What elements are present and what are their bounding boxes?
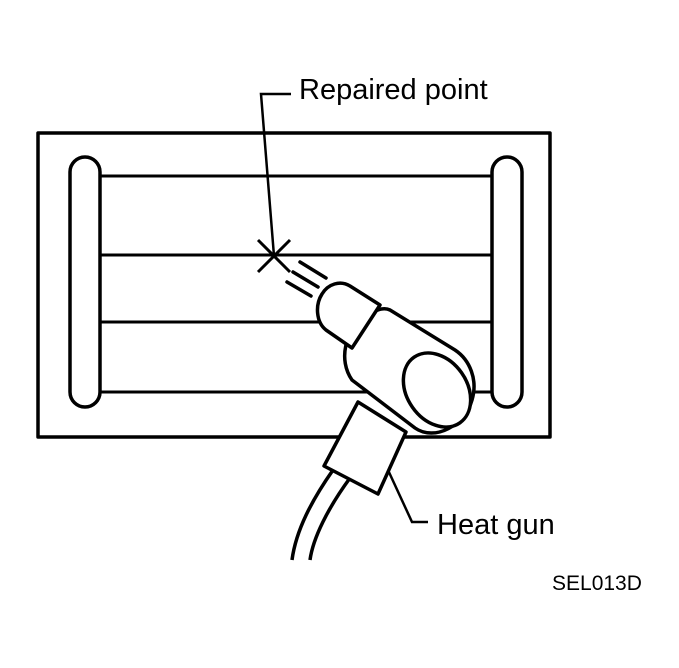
heat-gun-nozzle xyxy=(315,281,382,350)
heat-gun-handle xyxy=(322,400,408,496)
left-bus-bar xyxy=(68,155,102,409)
glass-outline xyxy=(36,131,552,439)
heat-gun-leader xyxy=(386,469,428,524)
rear-window-glass xyxy=(36,131,552,439)
heat-gun-label: Heat gun xyxy=(437,509,555,541)
repaired-point-label: Repaired point xyxy=(299,74,488,106)
heat-gun xyxy=(290,281,476,561)
figure-code-label: SEL013D xyxy=(552,572,642,595)
power-cord xyxy=(290,468,335,561)
repaired-point-leader xyxy=(259,92,291,257)
right-bus-bar xyxy=(490,155,524,409)
repaired-point-mark xyxy=(256,238,292,274)
power-cord xyxy=(308,476,352,561)
heat-gun-rear-cap xyxy=(401,351,473,429)
hot-air-dashes xyxy=(285,260,328,298)
